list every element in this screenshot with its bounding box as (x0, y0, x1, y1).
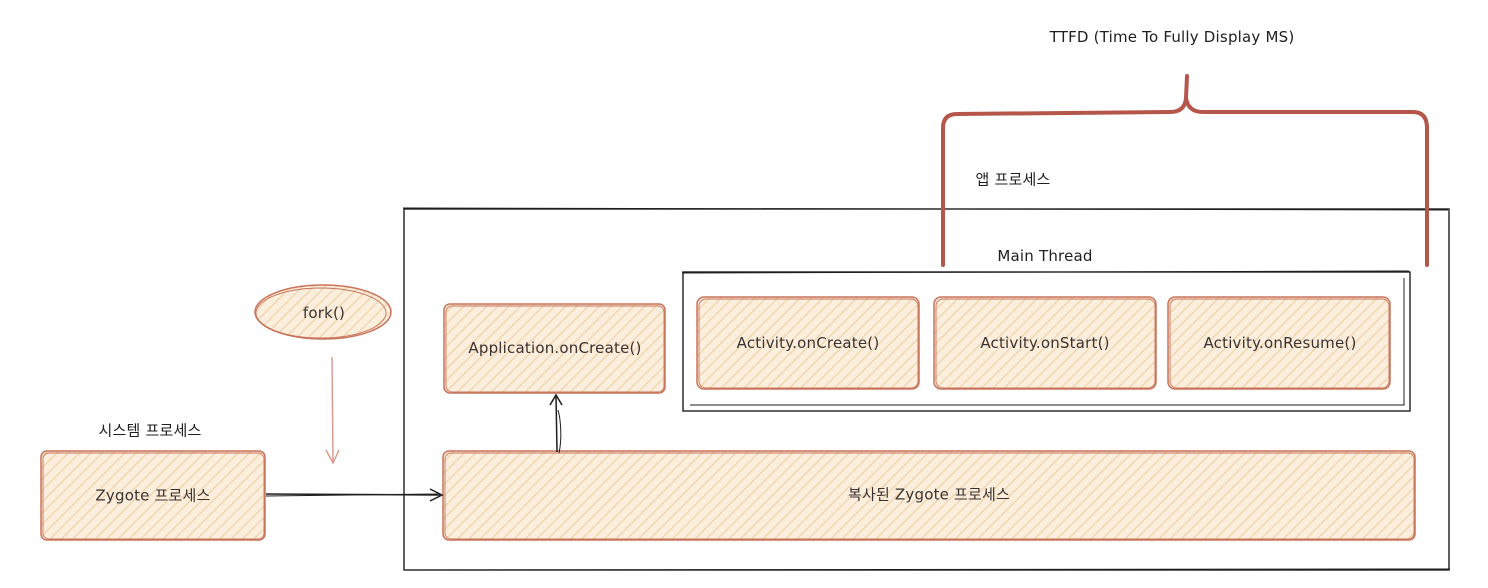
zygote-process-label: Zygote 프로세스 (95, 486, 211, 505)
system-process-label: 시스템 프로세스 (98, 421, 202, 440)
zygote-to-copy-arrow (265, 488, 444, 502)
fork-label: fork() (302, 304, 346, 322)
application-oncreate-box (443, 303, 666, 394)
ttfd-label: TTFD (Time To Fully Display MS) (1049, 28, 1295, 46)
activity-onresume-box (1167, 296, 1391, 390)
main-thread-label: Main Thread (997, 247, 1093, 265)
activity-onstart-box (933, 296, 1157, 390)
activity-onresume-label: Activity.onResume() (1203, 334, 1357, 352)
app-process-label: 앱 프로세스 (975, 170, 1051, 189)
activity-onstart-label: Activity.onStart() (980, 334, 1110, 352)
copied-zygote-process-box (442, 450, 1416, 541)
copy-to-application-arrow (549, 393, 563, 454)
main-thread-container (681, 270, 1411, 412)
activity-oncreate-label: Activity.onCreate() (736, 334, 880, 352)
application-oncreate-label: Application.onCreate() (468, 339, 642, 357)
fork-ellipse (254, 284, 392, 340)
fork-down-arrow (325, 356, 340, 465)
copied-zygote-process-label: 복사된 Zygote 프로세스 (847, 485, 1011, 504)
zygote-process-box (40, 450, 266, 541)
ttfd-brace (941, 74, 1429, 267)
activity-oncreate-box (696, 296, 920, 390)
app-process-container (402, 207, 1451, 571)
